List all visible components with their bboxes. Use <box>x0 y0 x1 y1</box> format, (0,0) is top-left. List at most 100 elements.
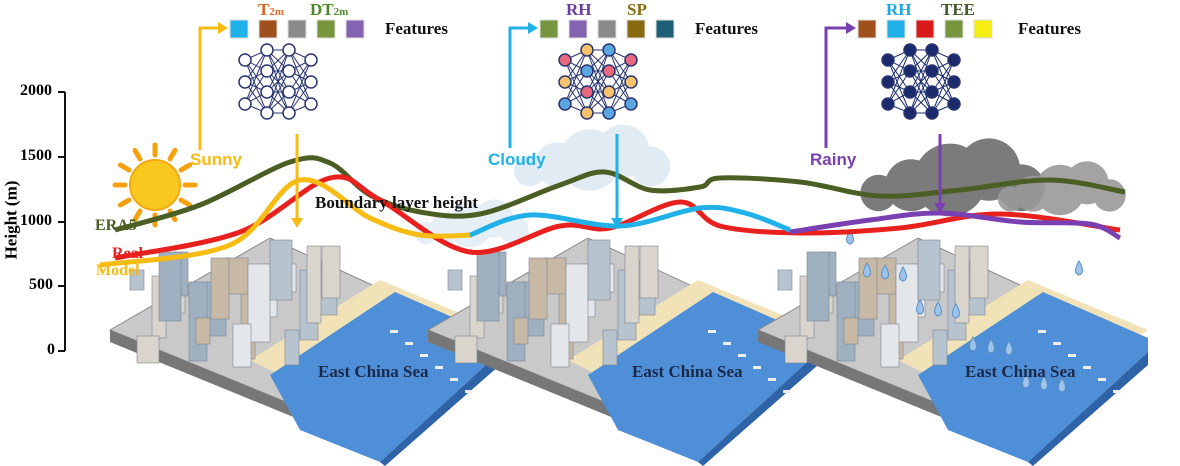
nn-node <box>881 53 895 67</box>
y-tick-1000: 1000 <box>20 212 52 229</box>
nn-node <box>304 75 318 89</box>
nn-edge <box>608 59 632 114</box>
boat <box>405 342 413 345</box>
y-tick-0: 0 <box>47 341 55 358</box>
feature-square <box>973 19 993 39</box>
nn-node <box>304 53 318 67</box>
nn-node <box>602 85 616 99</box>
nn-edge <box>266 49 290 93</box>
nn-edge <box>586 70 610 114</box>
arrowhead-icon <box>611 218 623 228</box>
model-curve-rainy <box>789 210 1122 241</box>
nn-node <box>624 75 638 89</box>
boat <box>723 342 731 345</box>
nn-node <box>624 53 638 67</box>
features-label-cloudy: Features <box>695 19 758 38</box>
sea-label-3: East China Sea <box>965 362 1076 381</box>
legend-real: Real <box>112 245 144 262</box>
feature-square <box>597 19 617 39</box>
building <box>806 251 830 322</box>
building <box>624 245 640 324</box>
feature-square <box>857 19 877 39</box>
arrowhead-icon <box>528 22 538 34</box>
boat <box>708 330 716 333</box>
building <box>550 323 570 368</box>
boat <box>1113 390 1121 393</box>
boat <box>465 390 473 393</box>
nn-node <box>881 97 895 111</box>
building <box>587 239 611 301</box>
nn-node <box>260 106 274 120</box>
features-label-rainy: Features <box>1018 19 1081 38</box>
nn-node <box>947 53 961 67</box>
nn-edge <box>244 49 268 105</box>
city-platform-3 <box>756 237 1148 466</box>
nn-edge <box>266 49 290 114</box>
nn-edge <box>586 49 610 93</box>
nn-node <box>260 85 274 99</box>
building <box>225 257 249 295</box>
building <box>476 251 500 322</box>
boat <box>390 330 398 333</box>
y-tick-1500: 1500 <box>20 147 52 164</box>
storm-cloud-icon <box>860 138 1045 217</box>
boat <box>420 354 428 357</box>
building <box>129 269 145 291</box>
boat <box>753 366 761 369</box>
sun-ray <box>178 197 193 208</box>
building <box>880 323 900 368</box>
y-tick-500: 500 <box>29 276 53 293</box>
sun-ray <box>132 208 143 223</box>
building <box>917 239 941 301</box>
nn-edge <box>564 49 588 105</box>
raindrop-icon <box>1005 340 1013 356</box>
city-platform-2 <box>426 237 818 466</box>
feature-square <box>539 19 559 39</box>
cloud-puff <box>860 174 897 212</box>
nn-edge <box>909 49 933 114</box>
feature-square <box>287 19 307 39</box>
building <box>639 245 659 299</box>
building <box>284 329 300 366</box>
cloud-icon <box>514 124 671 191</box>
building <box>843 317 859 345</box>
sun-ray <box>178 162 193 173</box>
building <box>784 335 808 364</box>
tag-text: DT <box>310 0 334 19</box>
y-axis-label: Height (m) <box>1 180 21 260</box>
model-curve-cloudy <box>469 204 791 238</box>
platform-side <box>428 330 648 432</box>
sea-side <box>698 352 818 466</box>
feature-square <box>258 19 278 39</box>
building <box>954 245 970 324</box>
neural-network-icon <box>558 43 638 120</box>
nn-node <box>282 43 296 57</box>
building <box>321 245 341 299</box>
tag-sp: SP <box>627 0 647 19</box>
tag-text: T <box>258 0 270 19</box>
nn-node <box>558 75 572 89</box>
nn-node <box>925 85 939 99</box>
y-tick-2000: 2000 <box>20 82 52 99</box>
building <box>136 335 160 364</box>
nn-node <box>238 75 252 89</box>
boat <box>435 366 443 369</box>
tag-t2m: T2m <box>258 0 284 20</box>
building <box>247 263 271 343</box>
nn-edge <box>931 59 955 114</box>
legend-era5: ERA5 <box>95 217 137 234</box>
feature-square <box>915 19 935 39</box>
building <box>158 251 182 322</box>
cloud-puff <box>514 155 545 187</box>
raindrop-icon <box>916 299 924 315</box>
sun-ray <box>117 162 132 173</box>
platform-side <box>758 330 978 432</box>
feature-square <box>229 19 249 39</box>
feature-flow-arrow <box>198 26 220 150</box>
tag-rh-rainy: RH <box>886 0 912 19</box>
nn-node <box>558 97 572 111</box>
legend-model: Model <box>96 262 140 279</box>
raindrop-icon <box>1075 260 1083 276</box>
sea-label-1: East China Sea <box>318 362 429 381</box>
